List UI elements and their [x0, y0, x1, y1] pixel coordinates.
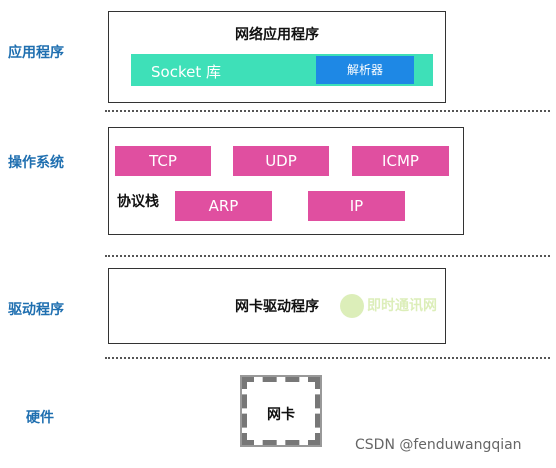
watermark-text: 即时通讯网	[367, 298, 437, 314]
driver-box: 网卡驱动程序	[108, 268, 446, 344]
driver-title: 网卡驱动程序	[235, 299, 319, 315]
network-card-box: 网卡	[240, 375, 322, 447]
layer-label-driver: 驱动程序	[8, 302, 64, 318]
parser-block: 解析器	[316, 56, 414, 84]
layer-label-application: 应用程序	[8, 45, 64, 61]
protocol-arp: ARP	[175, 191, 272, 221]
network-card-title: 网卡	[267, 407, 295, 423]
protocol-stack-label: 协议栈	[117, 194, 159, 210]
socket-label: Socket 库	[151, 63, 221, 81]
os-box: TCP UDP ICMP 协议栈 ARP IP	[108, 127, 464, 235]
layer-label-os: 操作系统	[8, 155, 64, 171]
application-box: 网络应用程序 Socket 库 解析器	[108, 11, 446, 103]
watermark-logo-icon	[340, 294, 364, 318]
layer-label-hardware: 硬件	[26, 410, 54, 426]
application-title: 网络应用程序	[235, 27, 319, 43]
separator-app-os	[105, 110, 550, 112]
footer-credit: CSDN @fenduwangqian	[355, 437, 522, 453]
protocol-udp: UDP	[233, 146, 329, 176]
separator-os-driver	[105, 255, 550, 257]
protocol-tcp: TCP	[115, 146, 211, 176]
socket-library: Socket 库 解析器	[131, 54, 433, 86]
watermark: 即时通讯网	[340, 292, 440, 320]
protocol-icmp: ICMP	[352, 146, 449, 176]
protocol-ip: IP	[308, 191, 405, 221]
separator-driver-hardware	[105, 357, 550, 359]
